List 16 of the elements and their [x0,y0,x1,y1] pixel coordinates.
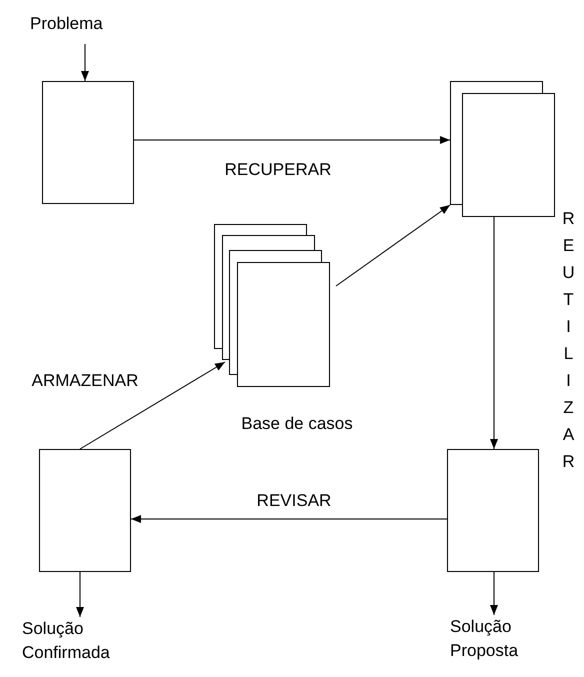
process-box [447,449,539,572]
document-stack [214,224,329,386]
arrow [134,136,450,144]
arrow [80,362,226,450]
node-text: Solução Proposta [450,616,520,662]
arrow [130,515,448,523]
document-stack [450,81,554,216]
arrow [490,572,498,616]
process-box [39,449,131,572]
node-text: Solução Confirmada [22,618,111,664]
arrow [81,44,89,82]
arrow [336,204,450,286]
arrow [490,216,498,450]
node-text: Problema [30,13,104,35]
arrow [76,572,84,618]
process-box [42,81,134,204]
